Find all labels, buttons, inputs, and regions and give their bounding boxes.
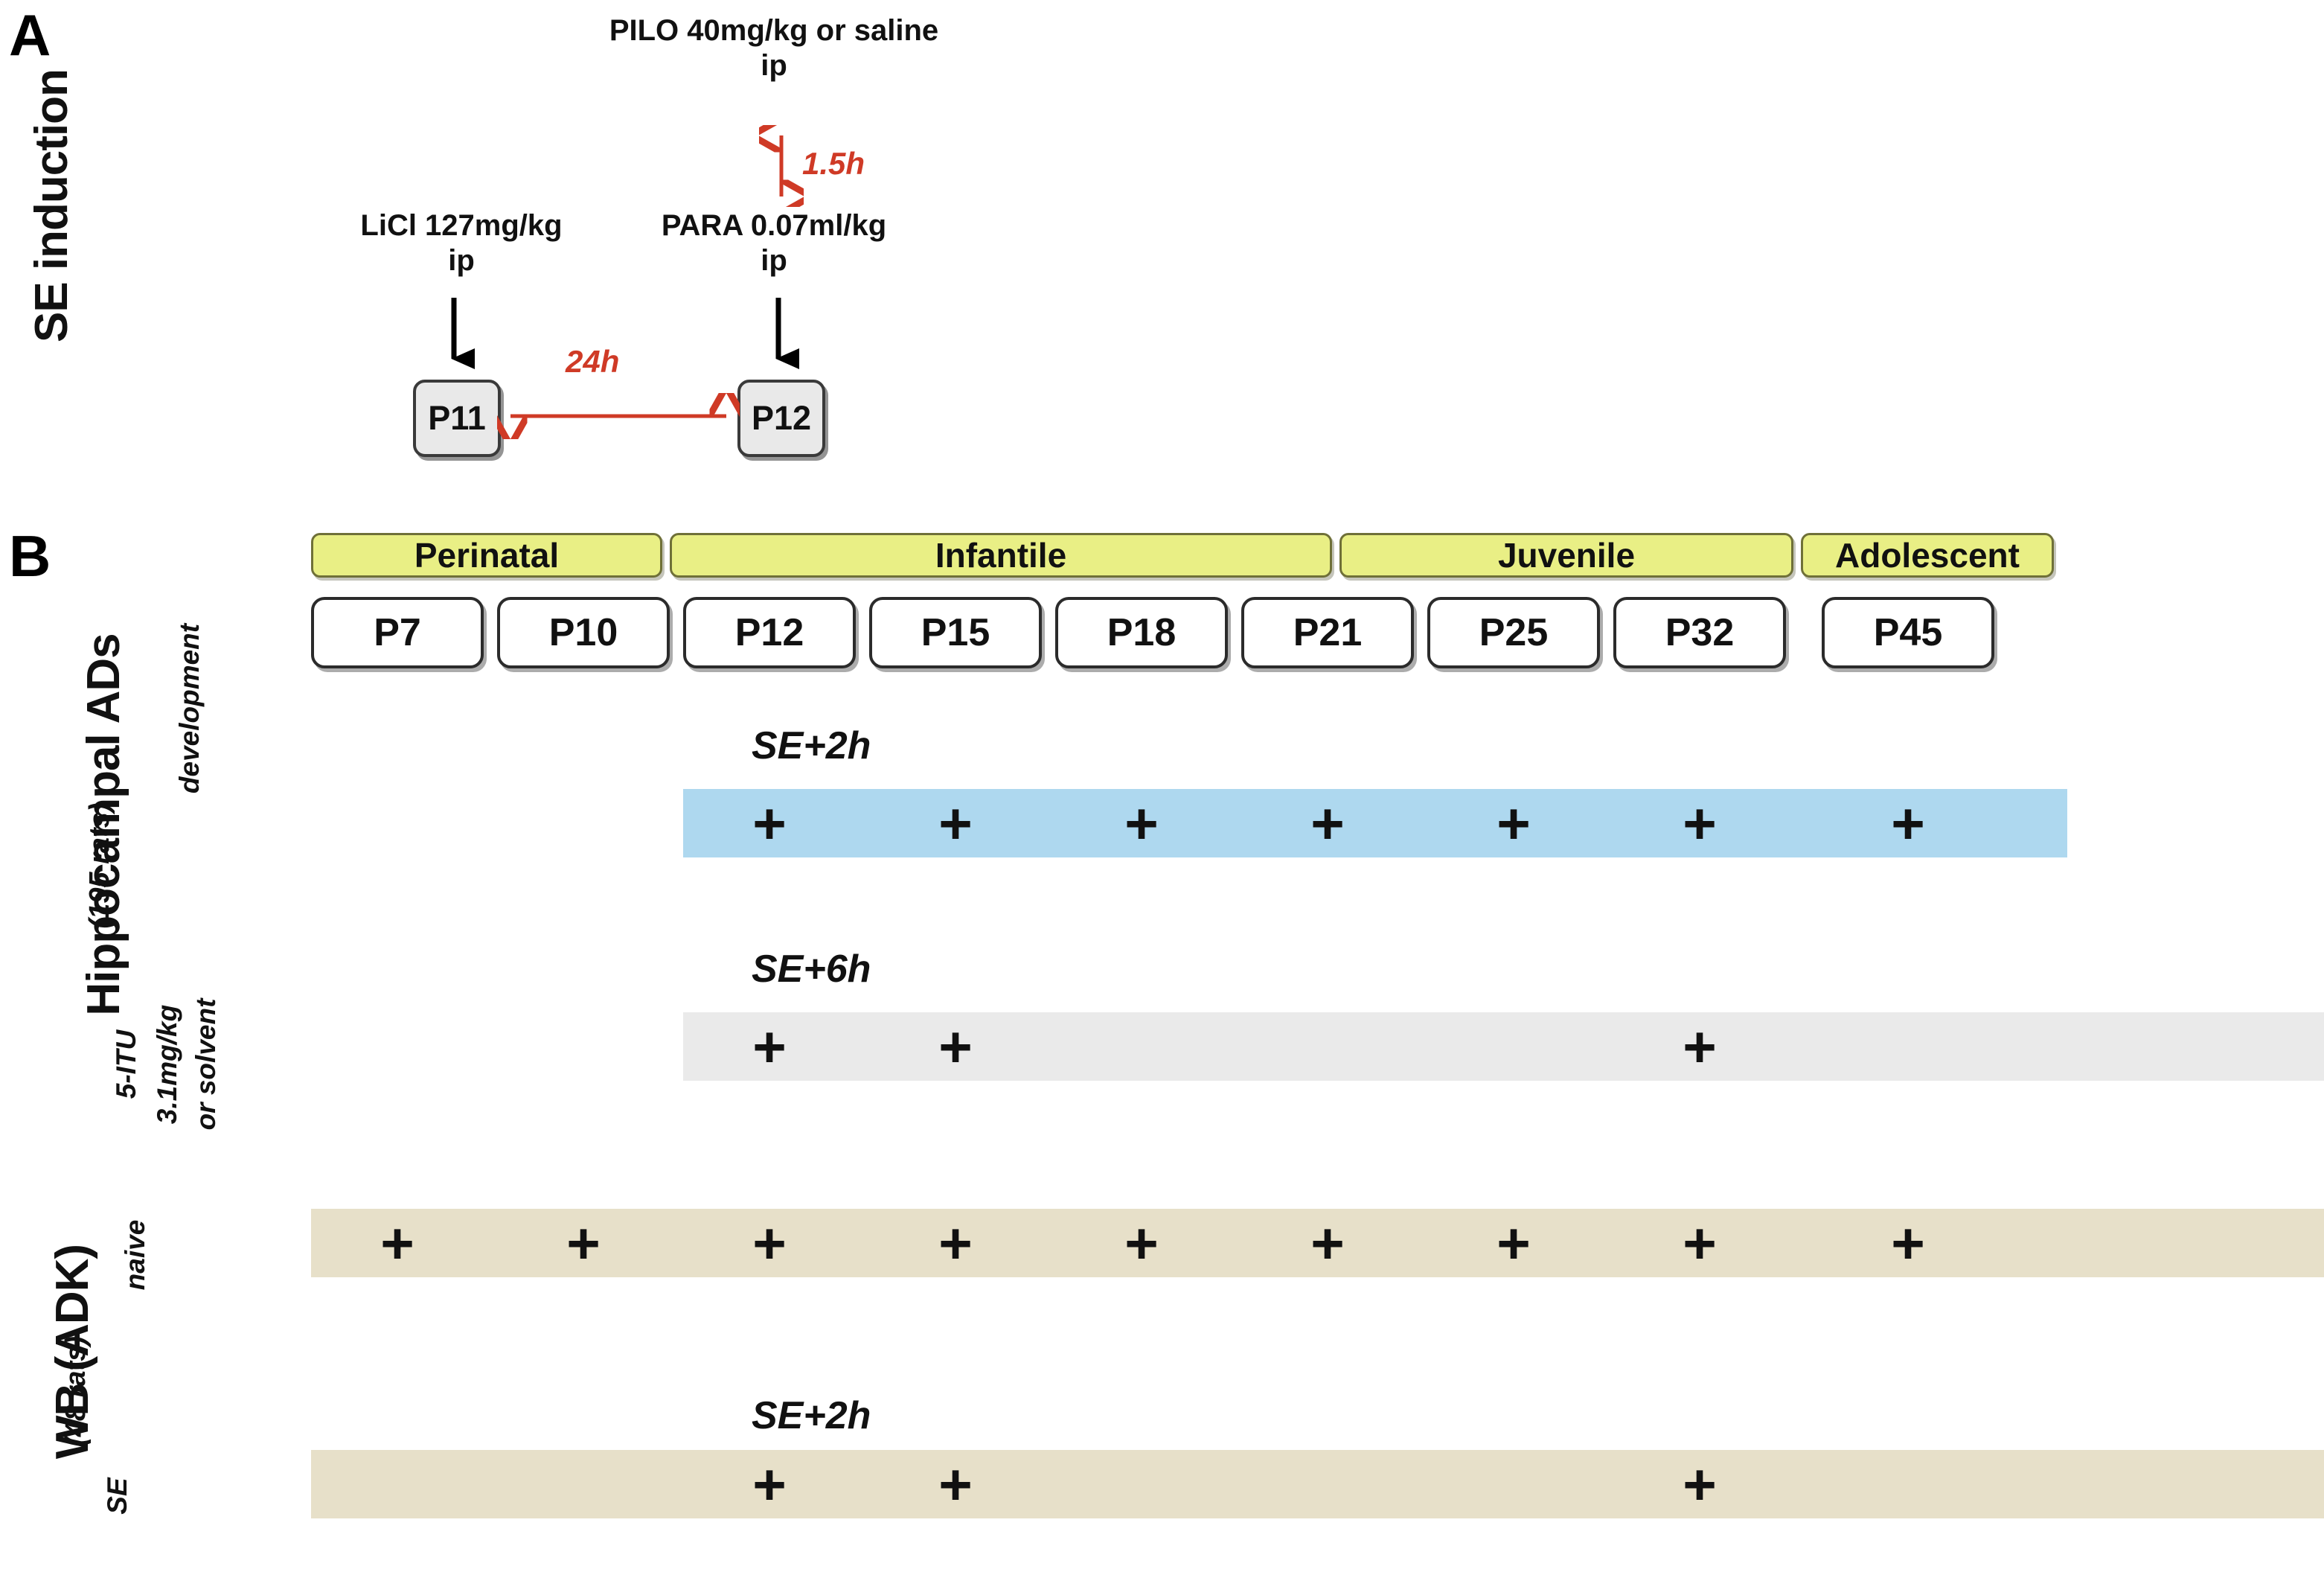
interval-1-5h-label: 1.5h	[802, 146, 865, 181]
panel-b-letter: B	[9, 523, 51, 589]
mark-naive-wb-p25: +	[1496, 1210, 1531, 1276]
mark-naive-wb-p10: +	[566, 1210, 601, 1276]
age-column-p25: P25	[1427, 597, 1600, 668]
mark-se-wb-p32: +	[1683, 1451, 1717, 1517]
data-row-se-6h-ads-note: SE+6h	[752, 948, 871, 991]
mark-se2h-ads-p21: +	[1310, 790, 1345, 856]
mark-se6h-ads-p12: +	[752, 1014, 787, 1079]
interval-24h-arrow-icon	[497, 393, 740, 439]
mark-se6h-ads-p32: +	[1683, 1014, 1717, 1079]
row-label-se: SE	[102, 1477, 132, 1515]
data-row-se-6h-ads-strip	[683, 1012, 2324, 1081]
interval-1-5h-arrow-icon	[759, 125, 804, 207]
age-column-p10: P10	[497, 597, 670, 668]
panel-a-axis-title: SE induction	[26, 69, 77, 342]
data-row-se-2h-ads-note: SE+2h	[752, 724, 871, 767]
mark-naive-wb-p12: +	[752, 1210, 787, 1276]
row-label-development: development	[174, 623, 205, 794]
row-label-situ-line3: or solvent	[191, 998, 221, 1131]
row-label-naive: naive	[120, 1219, 150, 1291]
para-down-arrow-icon	[775, 298, 799, 380]
pilo-dose-label: PILO 40mg/kg or saline ip	[609, 14, 939, 83]
section-subtitle-hippocampal-count: (195 rats)	[84, 802, 115, 929]
mark-naive-wb-p21: +	[1310, 1210, 1345, 1276]
age-group-band-infantile: Infantile	[670, 533, 1332, 578]
data-row-se-wb-note: SE+2h	[752, 1394, 871, 1437]
day-box-p11-label: P11	[428, 399, 486, 437]
mark-se2h-ads-p12: +	[752, 790, 787, 856]
panel-a-letter: A	[9, 2, 51, 68]
interval-24h-label: 24h	[566, 344, 620, 379]
data-row-se-wb-strip	[311, 1450, 2324, 1518]
age-column-p7: P7	[311, 597, 484, 668]
mark-naive-wb-p15: +	[938, 1210, 973, 1276]
day-box-p11: P11	[413, 380, 501, 457]
data-row-se-2h-ads-strip	[683, 789, 2067, 857]
licl-dose-label: LiCl 127mg/kg ip	[360, 209, 563, 278]
mark-se2h-ads-p45: +	[1891, 790, 1925, 856]
mark-naive-wb-p7: +	[380, 1210, 414, 1276]
mark-se6h-ads-p15: +	[938, 1014, 973, 1079]
mark-naive-wb-p32: +	[1683, 1210, 1717, 1276]
age-column-p15: P15	[869, 597, 1042, 668]
age-column-p45: P45	[1822, 597, 1994, 668]
day-box-p12: P12	[737, 380, 825, 457]
data-row-naive-wb-strip	[311, 1209, 2324, 1277]
mark-naive-wb-p18: +	[1124, 1210, 1159, 1276]
age-column-p21: P21	[1241, 597, 1414, 668]
age-group-band-adolescent: Adolescent	[1801, 533, 2054, 578]
mark-se-wb-p15: +	[938, 1451, 973, 1517]
age-group-band-juvenile: Juvenile	[1339, 533, 1793, 578]
licl-down-arrow-icon	[451, 298, 475, 380]
age-column-p32: P32	[1613, 597, 1786, 668]
mark-naive-wb-p45: +	[1891, 1210, 1925, 1276]
age-column-p18: P18	[1055, 597, 1228, 668]
age-group-band-perinatal: Perinatal	[311, 533, 662, 578]
mark-se2h-ads-p25: +	[1496, 790, 1531, 856]
mark-se2h-ads-p32: +	[1683, 790, 1717, 856]
para-dose-label: PARA 0.07ml/kg ip	[661, 209, 887, 278]
mark-se-wb-p12: +	[752, 1451, 787, 1517]
age-column-p12: P12	[683, 597, 856, 668]
mark-se2h-ads-p15: +	[938, 790, 973, 856]
day-box-p12-label: P12	[751, 399, 812, 437]
mark-se2h-ads-p18: +	[1124, 790, 1159, 856]
section-subtitle-wb-count: (48 rats)	[60, 1336, 92, 1446]
